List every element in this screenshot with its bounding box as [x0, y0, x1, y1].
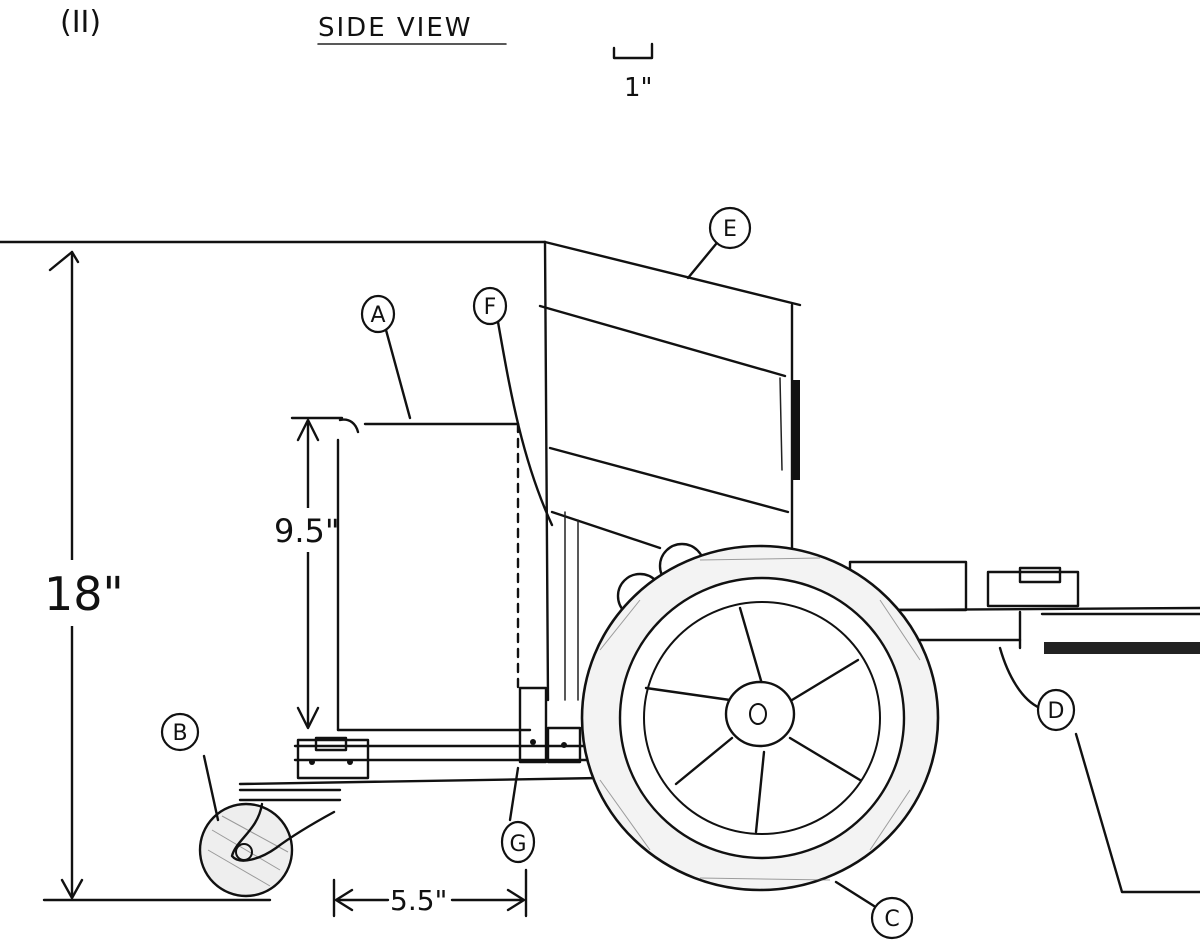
- callout-g-leader: [508, 766, 520, 822]
- callout-e-label: E: [723, 217, 737, 242]
- base-length-dimension: [332, 868, 528, 918]
- drive-wheel-c: [580, 544, 940, 892]
- section-number: (II): [60, 5, 101, 40]
- bracket-g: [518, 686, 582, 764]
- base-length-label: 5.5": [390, 884, 447, 917]
- callout-d-label: D: [1048, 699, 1065, 724]
- callout-b-leader: [202, 754, 220, 822]
- callout-e-circle: [708, 206, 752, 250]
- callout-a-leader: [384, 328, 412, 420]
- callout-a-label: A: [370, 303, 385, 328]
- callout-f-label: F: [484, 295, 497, 320]
- view-title: SIDE VIEW: [318, 13, 472, 43]
- callout-c-leader: [834, 880, 876, 908]
- callout-e-leader: [686, 242, 718, 280]
- callout-c-label: C: [884, 907, 899, 932]
- callout-g-circle: [500, 820, 536, 864]
- callout-d-leader: [998, 646, 1042, 710]
- callout-a-circle: [360, 294, 396, 334]
- callout-b-circle: [160, 712, 200, 752]
- bin-height-label: 9.5": [274, 512, 340, 550]
- scale-bar: [612, 42, 654, 60]
- callout-g-label: G: [509, 832, 526, 857]
- callout-f-circle: [472, 286, 508, 326]
- hopper-e: [538, 240, 802, 702]
- overall-height-label: 18": [44, 567, 124, 621]
- callout-c-circle: [870, 896, 914, 940]
- bin-height-label-bg: [272, 508, 328, 552]
- callout-f-leader: [496, 320, 554, 527]
- bin-height-dimension: [290, 416, 344, 730]
- callout-d-circle: [1036, 688, 1076, 732]
- caster-wheel-b: [198, 802, 336, 898]
- callout-b-label: B: [172, 721, 187, 746]
- overall-height-label-bg: [40, 560, 106, 626]
- bin-a-box: [336, 418, 532, 732]
- scale-label: 1": [624, 73, 653, 103]
